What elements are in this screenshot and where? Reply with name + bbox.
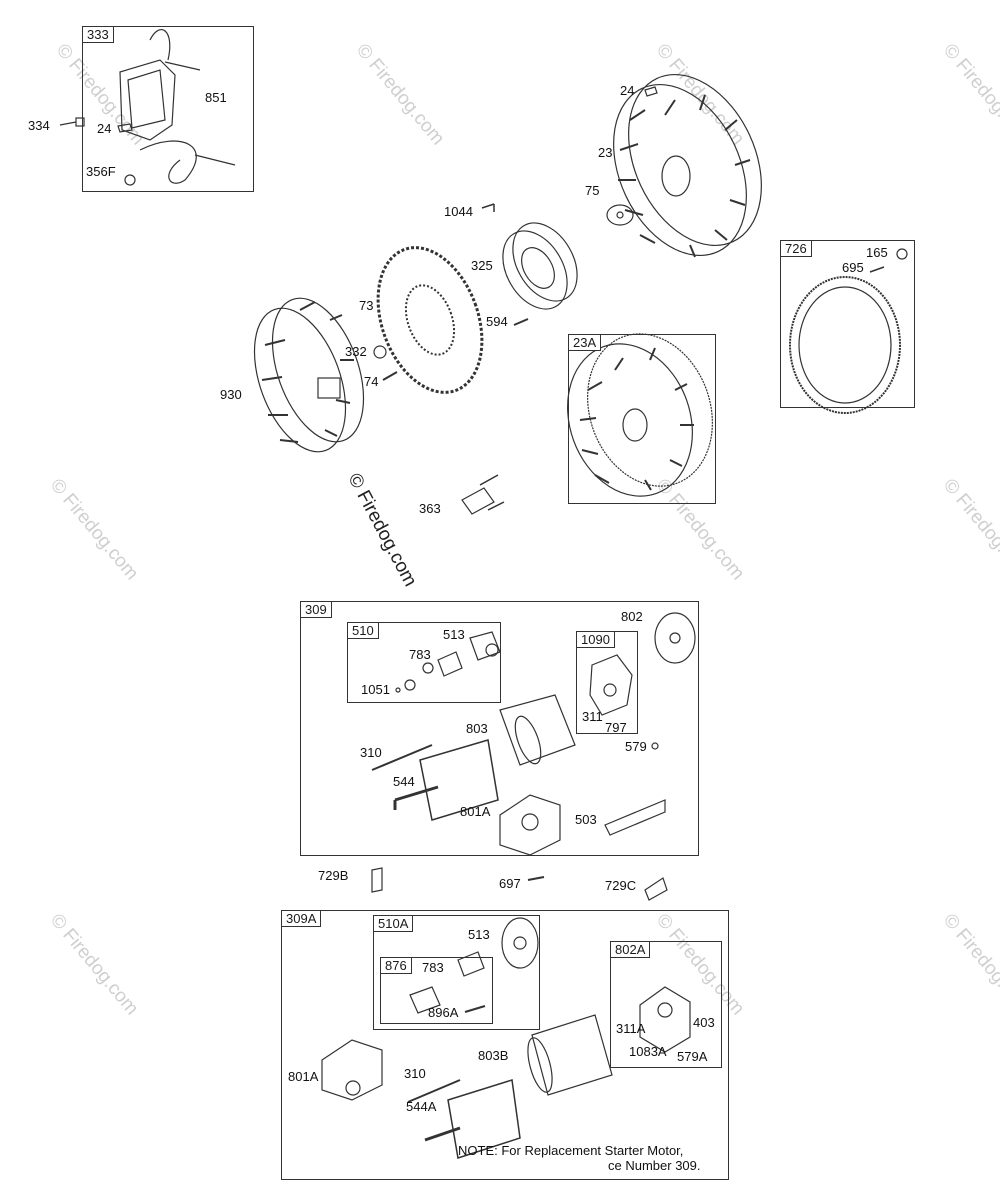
part-label-729B[interactable]: 729B (318, 868, 349, 883)
group-box-309A: 309A (281, 910, 729, 1180)
group-box-510A: 510A (373, 915, 540, 1030)
part-label-802[interactable]: 802 (621, 609, 643, 624)
part-label-1083A[interactable]: 1083A (629, 1044, 667, 1059)
part-label-356F[interactable]: 356F (86, 164, 116, 179)
group-box-23A: 23A (568, 334, 716, 504)
part-label-23[interactable]: 23 (598, 145, 613, 160)
group-label-1090: 1090 (576, 631, 615, 648)
screen-930-drawing (253, 297, 365, 453)
part-label-930[interactable]: 930 (220, 387, 242, 402)
group-label-510A: 510A (373, 915, 414, 932)
group-label-309: 309 (300, 601, 332, 618)
flywheel-23A-drawing (567, 333, 713, 497)
group-box-510: 510 (347, 622, 501, 703)
part-label-513[interactable]: 513 (443, 627, 465, 642)
group-label-726: 726 (780, 240, 812, 257)
group-box-876: 876 (380, 957, 493, 1024)
ignition-coil-drawing (59, 29, 236, 186)
part-label-695[interactable]: 695 (842, 260, 864, 275)
part-label-783[interactable]: 783 (422, 960, 444, 975)
part-label-310[interactable]: 310 (404, 1066, 426, 1081)
group-box-802A: 802A (610, 941, 722, 1068)
part-label-1044[interactable]: 1044 (444, 204, 473, 219)
part-label-803B[interactable]: 803B (478, 1048, 509, 1063)
part-label-75[interactable]: 75 (585, 183, 600, 198)
part-label-513[interactable]: 513 (468, 927, 490, 942)
part-label-24[interactable]: 24 (620, 83, 635, 98)
part-label-579A[interactable]: 579A (677, 1049, 708, 1064)
part-label-334[interactable]: 334 (28, 118, 50, 133)
replacement-note-line1: NOTE: For Replacement Starter Motor, (458, 1143, 684, 1158)
part-label-311A[interactable]: 311A (616, 1021, 646, 1036)
part-label-332[interactable]: 332 (345, 344, 367, 359)
group-box-726: 726 (780, 240, 915, 408)
part-label-896A[interactable]: 896A (428, 1005, 459, 1020)
stator-73-drawing (376, 246, 484, 394)
part-label-803[interactable]: 803 (466, 721, 488, 736)
part-label-579[interactable]: 579 (625, 739, 647, 754)
part-label-1051[interactable]: 1051 (361, 682, 390, 697)
group-label-802A: 802A (610, 941, 651, 958)
part-label-594[interactable]: 594 (486, 314, 508, 329)
group-label-23A: 23A (568, 334, 602, 351)
group-box-333: 333 (82, 26, 254, 192)
part-label-851[interactable]: 851 (205, 90, 227, 105)
ring-gear-726-drawing (789, 248, 908, 414)
part-label-363[interactable]: 363 (419, 501, 441, 516)
part-label-165[interactable]: 165 (866, 245, 888, 260)
part-label-697[interactable]: 697 (499, 876, 521, 891)
part-label-310[interactable]: 310 (360, 745, 382, 760)
part-label-801A[interactable]: 801A (288, 1069, 319, 1084)
group-label-510: 510 (347, 622, 379, 639)
starter-309-drawing (371, 612, 696, 901)
part-label-544[interactable]: 544 (393, 774, 415, 789)
part-label-403[interactable]: 403 (693, 1015, 715, 1030)
starter-309A-drawing (321, 917, 691, 1159)
replacement-note-line2: ce Number 309. (608, 1158, 701, 1173)
part-label-74[interactable]: 74 (364, 374, 379, 389)
group-label-333: 333 (82, 26, 114, 43)
part-label-797[interactable]: 797 (605, 720, 627, 735)
group-label-309A: 309A (281, 910, 322, 927)
group-label-876: 876 (380, 957, 412, 974)
part-label-783[interactable]: 783 (409, 647, 431, 662)
part-label-325[interactable]: 325 (471, 258, 493, 273)
part-label-503[interactable]: 503 (575, 812, 597, 827)
flywheel-23-drawing (606, 73, 762, 258)
part-label-729C[interactable]: 729C (605, 878, 637, 893)
part-label-801A[interactable]: 801A (460, 804, 491, 819)
fan-325-drawing (502, 222, 578, 310)
part-label-544A[interactable]: 544A (406, 1099, 437, 1114)
part-label-73[interactable]: 73 (359, 298, 374, 313)
part-label-24[interactable]: 24 (97, 121, 112, 136)
group-box-1090: 1090 (576, 631, 638, 734)
part-label-311[interactable]: 311 (582, 709, 603, 724)
group-box-309: 309 (300, 601, 699, 856)
